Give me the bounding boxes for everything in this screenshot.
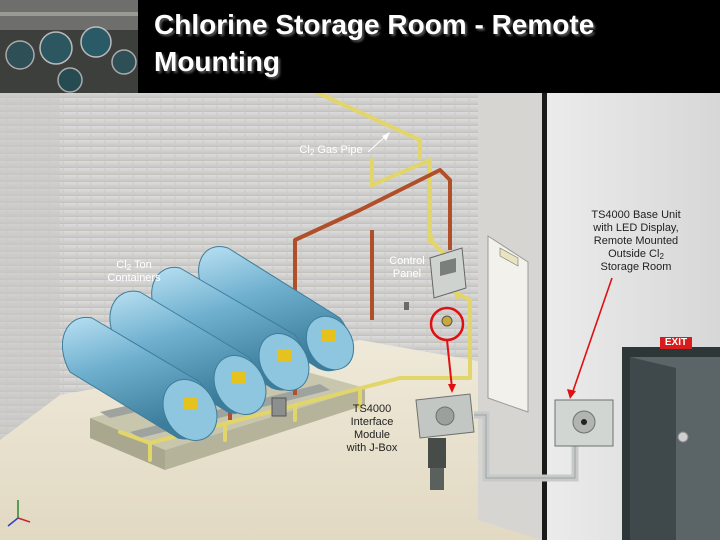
junction-box	[271, 397, 287, 417]
slide-title: Chlorine Storage Room - Remote Mounting	[154, 9, 595, 77]
control-panel-label: Control Panel	[389, 255, 425, 280]
base-unit-arrow	[571, 277, 613, 395]
base-unit-label: TS4000 Base Unit with LED Display, Remot…	[591, 209, 681, 273]
tank-1	[61, 316, 218, 441]
containers-label: Cl2 Ton Containers	[107, 259, 161, 284]
control-panel	[428, 236, 467, 299]
interface-module	[415, 393, 579, 490]
tank-2	[109, 290, 267, 415]
chlorine-sensor	[429, 306, 465, 393]
door-handle	[677, 431, 689, 443]
base-unit	[554, 399, 614, 447]
exit-sign: EXIT	[664, 337, 688, 348]
tank-3	[151, 266, 310, 391]
interface-module-label: TS4000 Interface Module with J-Box	[346, 403, 398, 454]
outside-wall	[542, 93, 720, 540]
chlorine-tanks	[61, 246, 355, 441]
title-bar: Chlorine Storage Room - Remote Mounting	[0, 0, 720, 93]
room-side-wall	[404, 93, 542, 540]
tank-4	[198, 246, 355, 372]
storage-room-door	[487, 235, 529, 413]
gas-pipe-label: Cl2 Gas Pipe	[299, 144, 363, 157]
treatment-plant-thumbnail	[0, 0, 138, 93]
axis-glyph	[7, 500, 31, 527]
